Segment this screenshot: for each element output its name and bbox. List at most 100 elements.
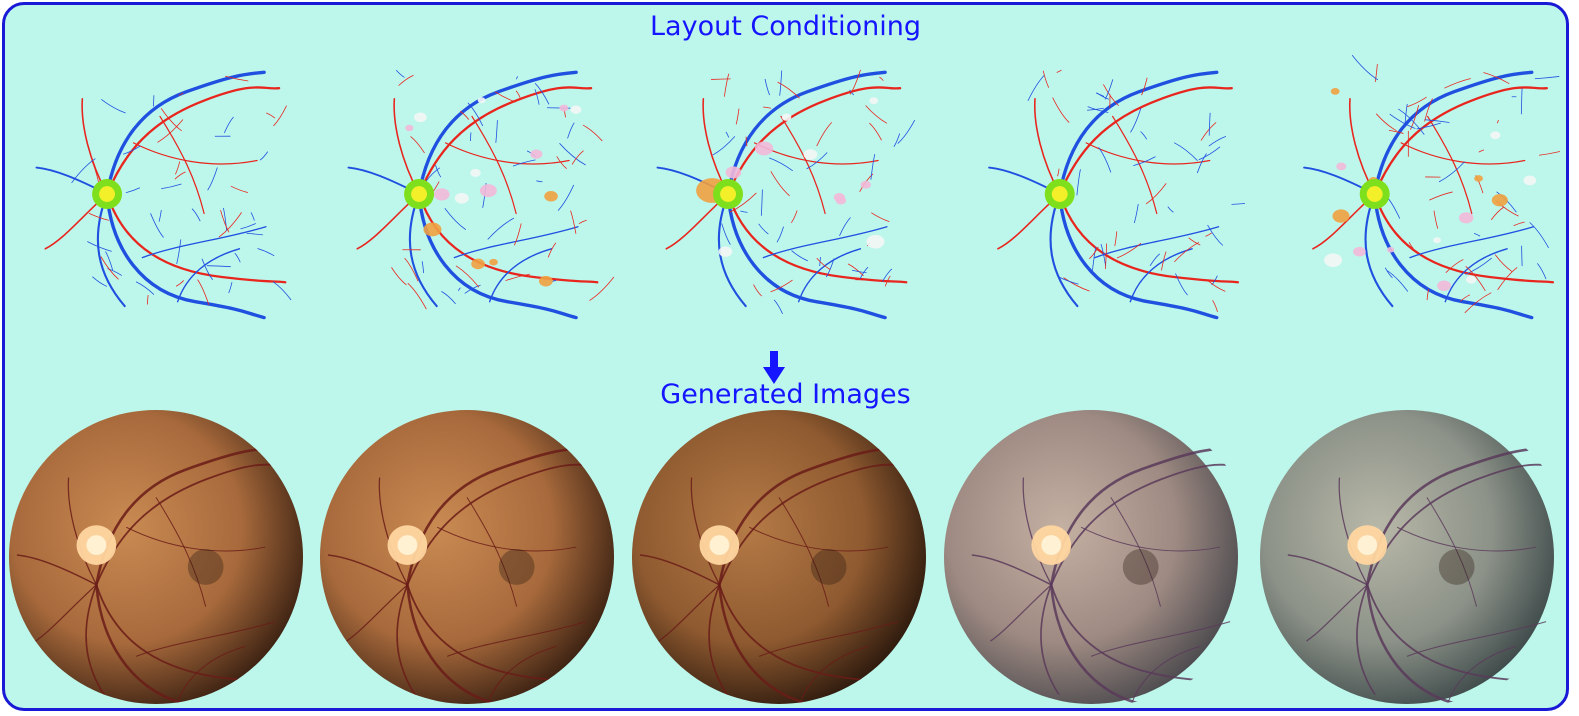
capillary-branch (458, 287, 461, 292)
fundus-vessel (125, 526, 266, 552)
hemorrhages-lesion (1336, 162, 1347, 171)
fundus-vessel (1090, 621, 1231, 657)
capillary-branch (398, 74, 414, 86)
hard-exudates-lesion (1466, 275, 1477, 284)
capillary-branch (859, 266, 869, 279)
hemorrhages-lesion (725, 166, 742, 179)
capillary-branch (770, 279, 793, 293)
capillary-branch (773, 299, 783, 314)
capillary-branch (582, 124, 603, 142)
capillary-branch (87, 241, 112, 252)
hemorrhages-lesion (754, 141, 774, 156)
macula (1438, 549, 1475, 585)
fundus-disc (943, 409, 1239, 705)
capillary-branch (816, 122, 833, 147)
fundus-vessel (748, 526, 889, 552)
capillary-branch (1408, 242, 1414, 249)
vessel-layout-map (347, 69, 615, 320)
microaneurysms-lesion (471, 258, 485, 270)
vessel-segment (417, 86, 593, 196)
capillary-branch (791, 250, 808, 262)
capillary-branch (1426, 289, 1430, 301)
layout-map-3 (631, 37, 931, 337)
capillary-branch (146, 295, 149, 305)
capillary-branch (816, 257, 831, 270)
capillary-branch (444, 208, 466, 230)
vessel-segment (96, 193, 126, 308)
fundus-vessel (1426, 497, 1478, 607)
vessel-segment (1112, 115, 1158, 215)
vessel-segment (417, 192, 599, 284)
microaneurysms-lesion (1332, 209, 1350, 223)
capillary-branch (512, 159, 536, 167)
microaneurysms-lesion (538, 275, 553, 287)
capillary-branch (201, 258, 213, 281)
hard-exudates-lesion (869, 97, 879, 105)
vessel-segment (1373, 70, 1534, 196)
vessel-segment (141, 226, 267, 259)
capillary-branch (225, 75, 249, 82)
capillary-branch (250, 212, 255, 221)
capillary-branch (495, 120, 498, 143)
vessel-segment (726, 192, 887, 320)
capillary-branch (1133, 156, 1156, 167)
fundus-image (631, 409, 927, 705)
capillary-branch (174, 161, 181, 175)
hard-exudates-lesion (718, 246, 733, 257)
capillary-branch (764, 78, 770, 96)
capillary-branch (534, 83, 550, 105)
capillary-branch (763, 106, 772, 109)
capillary-branch (589, 276, 615, 301)
capillary-branch (223, 207, 228, 231)
capillary-branch (259, 151, 269, 161)
capillary-branch (220, 210, 230, 233)
capillary-branch (571, 150, 584, 165)
capillary-branch (404, 257, 419, 282)
fundus-vessel (16, 554, 97, 586)
vessel-segment (1058, 192, 1219, 320)
hard-exudates-lesion (454, 193, 469, 204)
hard-exudates-lesion (1324, 253, 1342, 268)
capillary-branch (421, 261, 425, 274)
hard-exudates-lesion (470, 168, 481, 177)
capillary-branch (150, 213, 164, 238)
generated-fundus-2 (318, 408, 616, 706)
capillary-branch (760, 189, 763, 216)
capillary-branch (1087, 107, 1104, 111)
capillary-branch (557, 184, 575, 211)
capillary-branch (1096, 92, 1105, 97)
capillary-branch (176, 239, 182, 265)
capillary-branch (1464, 292, 1492, 314)
capillary-branch (1429, 191, 1453, 201)
fundus-disc (8, 409, 304, 705)
capillary-branch (547, 242, 557, 258)
capillary-branch (1087, 106, 1109, 113)
capillary-branch (729, 192, 757, 213)
capillary-branch (161, 183, 182, 190)
capillary-branch (425, 167, 441, 183)
capillary-branch (1063, 277, 1090, 292)
capillary-branch (753, 284, 762, 297)
fundus-vessel (1396, 526, 1537, 552)
fundus-vessel (1080, 526, 1221, 552)
capillary-branch (494, 91, 516, 103)
capillary-branch (197, 279, 210, 305)
capillary-branch (1149, 253, 1161, 267)
capillary-branch (1494, 254, 1513, 272)
capillary-branch (847, 263, 864, 277)
capillary-branch (160, 108, 182, 132)
capillary-branch (559, 143, 586, 166)
hard-exudates-lesion (803, 149, 818, 160)
capillary-branch (246, 233, 263, 236)
macula (1122, 549, 1159, 585)
capillary-branch (870, 154, 876, 180)
capillary-branch (228, 281, 233, 294)
capillary-branch (125, 187, 141, 194)
vessel-segment (105, 192, 266, 320)
capillary-branch (1433, 210, 1439, 229)
capillary-branch (1438, 161, 1465, 183)
vessel-segment (159, 115, 205, 215)
hemorrhages-lesion (433, 188, 450, 201)
capillary-branch (1116, 242, 1142, 259)
fundus-vessel (486, 645, 557, 705)
